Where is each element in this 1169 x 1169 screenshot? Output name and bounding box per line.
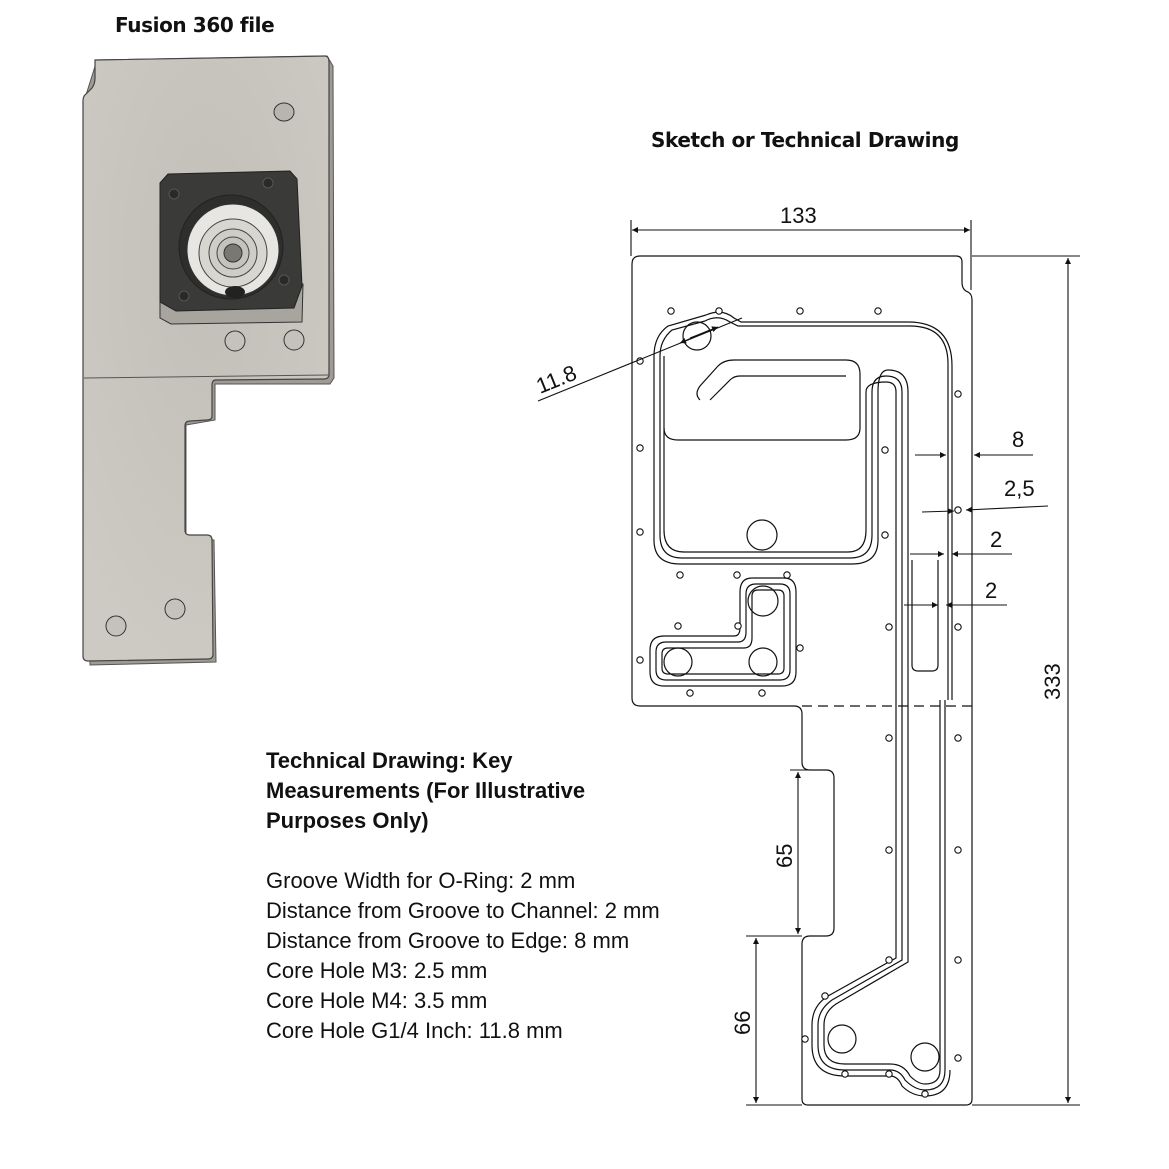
screw-hole [841,1070,849,1078]
screw-hole [881,531,889,539]
screw-hole [796,307,804,315]
pump-screw [168,188,180,200]
mount-hole-3d [105,615,127,637]
screw-hole [885,956,893,964]
mount-hole-3d [164,598,186,620]
screw-hole [674,622,682,630]
pump-screw [278,274,290,286]
mount-hole-3d [224,330,246,352]
plate-outline [631,255,973,1106]
port-hole [827,1024,857,1054]
dim-groove-width-label: 2 [990,527,1002,552]
sketch-title: Sketch or Technical Drawing [651,128,959,152]
screw-hole [636,528,644,536]
screw-hole [686,689,694,697]
spec-line: Core Hole M4: 3.5 mm [266,988,488,1013]
screw-hole [954,623,962,631]
port-hole [682,321,712,351]
spec-line: Distance from Groove to Channel: 2 mm [266,898,660,923]
screw-hole [801,1035,809,1043]
spec-line: Core Hole M3: 2.5 mm [266,958,488,983]
dim-port-label: 11.8 [533,360,581,399]
screw-hole [667,307,675,315]
dim-m3-label: 2,5 [1004,476,1035,501]
dim-groove-channel-label: 2 [985,578,997,603]
dim-groove-edge-label: 8 [1012,427,1024,452]
mount-hole-3d [283,329,305,351]
port-hole [910,1042,940,1072]
screw-hole [881,446,889,454]
screw-hole [885,734,893,742]
screw-hole [874,307,882,315]
notes-heading: Technical Drawing: Key Measurements (For… [266,748,586,833]
screw-hole [636,656,644,664]
chamber-top [663,359,861,441]
dim-width-label: 133 [780,203,817,228]
spec-line: Core Hole G1/4 Inch: 11.8 mm [266,1018,563,1043]
screw-hole [885,623,893,631]
spec-line: Distance from Groove to Edge: 8 mm [266,928,630,953]
dim-cutout-label: 65 [772,844,797,868]
screw-hole [954,506,962,514]
screw-hole [676,571,684,579]
dim-lower-label: 66 [730,1011,755,1035]
port-hole [747,585,779,617]
screw-hole [821,992,829,1000]
screw-hole [636,444,644,452]
pump-3d [159,170,304,325]
screw-hole [954,846,962,854]
dim-height-label: 333 [1040,663,1065,700]
measurement-notes: Technical Drawing: Key Measurements (For… [266,746,660,1046]
spec-line: Groove Width for O-Ring: 2 mm [266,868,576,893]
screw-hole [758,689,766,697]
screw-hole [954,390,962,398]
fusion-360-title: Fusion 360 file [115,13,275,37]
pump-screw [262,177,274,189]
pump-screw [178,290,190,302]
screw-hole [921,1090,929,1098]
port-hole [748,647,778,677]
screw-hole [885,846,893,854]
port-hole [663,647,693,677]
screw-hole [733,571,741,579]
screw-hole [954,734,962,742]
screw-hole [954,956,962,964]
screw-hole [954,1054,962,1062]
dim-line-port [537,317,743,402]
port-hole [746,519,778,551]
screw-hole [715,307,723,315]
screw-hole [783,571,791,579]
screw-hole [734,622,742,630]
screw-hole [796,644,804,652]
mount-hole-3d [273,102,295,122]
screw-hole [885,1070,893,1078]
